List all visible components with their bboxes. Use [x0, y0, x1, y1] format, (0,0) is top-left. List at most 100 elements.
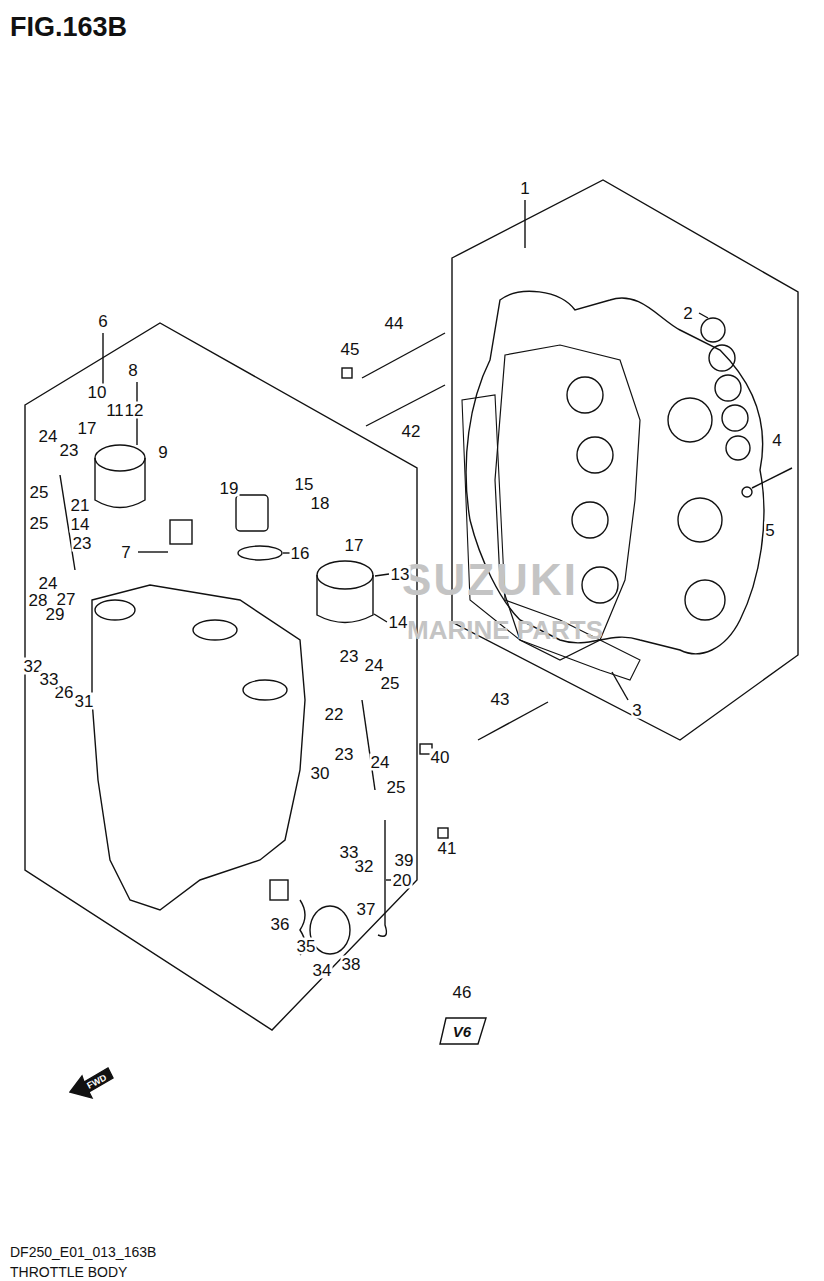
leader-line	[102, 333, 103, 385]
callout-number: 23	[334, 746, 355, 763]
callout-number: 25	[29, 484, 50, 501]
badge-text: V6	[453, 1024, 471, 1039]
port	[243, 680, 287, 700]
throttle-body	[95, 458, 145, 508]
callout-number: 30	[310, 765, 331, 782]
o-ring	[238, 546, 282, 560]
cable	[378, 820, 386, 936]
bolt	[478, 702, 548, 740]
callout-number: 24	[38, 575, 59, 592]
callout-number: 43	[490, 691, 511, 708]
port	[577, 437, 613, 473]
callout-number: 42	[401, 423, 422, 440]
port	[582, 567, 618, 603]
callout-number: 24	[370, 754, 391, 771]
plenum	[92, 585, 305, 910]
nut	[438, 828, 448, 838]
callout-number: 22	[324, 706, 345, 723]
callout-number: 33	[339, 844, 360, 861]
callout-number: 20	[392, 872, 413, 889]
callout-number: 41	[437, 840, 458, 857]
bolt	[752, 468, 792, 488]
callout-number: 2	[682, 305, 693, 322]
callout-number: 46	[452, 984, 473, 1001]
callout-number: 13	[390, 566, 411, 583]
callout-number: 9	[157, 444, 168, 461]
group-outline	[452, 180, 798, 740]
port	[95, 600, 135, 620]
callout-number: 8	[127, 362, 138, 379]
badge	[440, 1018, 486, 1044]
figure-caption: THROTTLE BODY	[10, 1265, 127, 1279]
callout-number: 15	[294, 476, 315, 493]
callout-number: 40	[430, 749, 451, 766]
callout-number: 10	[87, 384, 108, 401]
callout-number: 5	[764, 522, 775, 539]
gasket-ring	[701, 318, 725, 342]
callout-number: 23	[59, 442, 80, 459]
sensor	[170, 520, 192, 544]
valve	[236, 495, 268, 531]
figure-code: DF250_E01_013_163B	[10, 1245, 156, 1259]
leader-line	[375, 574, 389, 576]
callout-number: 16	[290, 545, 311, 562]
callout-number: 14	[70, 516, 91, 533]
callout-number: 35	[296, 938, 317, 955]
throttle-body	[317, 561, 373, 589]
watermark: MARINE PARTS	[407, 617, 603, 643]
callout-number: 24	[364, 657, 385, 674]
leader-line	[699, 313, 708, 318]
washer	[742, 487, 752, 497]
callout-number: 44	[384, 315, 405, 332]
callout-number: 37	[356, 901, 377, 918]
nut	[342, 368, 352, 378]
callout-number: 25	[29, 515, 50, 532]
callout-number: 29	[45, 606, 66, 623]
link-rod	[362, 700, 375, 790]
callout-number: 25	[380, 675, 401, 692]
callout-number: 6	[97, 313, 108, 330]
port	[567, 377, 603, 413]
callout-number: 23	[72, 535, 93, 552]
callout-number: 11	[105, 402, 125, 419]
gasket-ring	[722, 405, 748, 431]
callout-number: 36	[270, 916, 291, 933]
callout-number: 7	[120, 544, 131, 561]
leader-line	[138, 551, 168, 552]
gasket-ring	[726, 436, 750, 460]
callout-number: 14	[388, 614, 409, 631]
callout-number: 33	[39, 671, 60, 688]
callout-number: 3	[631, 702, 642, 719]
callout-number: 21	[70, 497, 91, 514]
callout-number: 1	[519, 180, 530, 197]
direction-label: FWD	[86, 1073, 108, 1091]
bolt	[362, 333, 445, 378]
figure-title: FIG.163B	[10, 14, 127, 41]
leader-line	[374, 614, 387, 622]
leader-line	[612, 672, 628, 700]
callout-number: 34	[312, 962, 333, 979]
callout-number: 45	[340, 341, 361, 358]
callout-number: 17	[77, 420, 98, 437]
port	[668, 398, 712, 442]
callout-number: 39	[394, 852, 415, 869]
watermark: SUZUKI	[402, 558, 578, 602]
port	[572, 502, 608, 538]
collar	[270, 880, 288, 900]
leader-line	[386, 879, 391, 880]
port	[685, 580, 725, 620]
callout-number: 19	[219, 480, 240, 497]
callout-number: 38	[341, 956, 362, 973]
callout-number: 17	[344, 537, 365, 554]
gasket-ring	[715, 375, 741, 401]
manifold-body	[495, 345, 640, 660]
throttle-body	[95, 445, 145, 471]
callout-number: 18	[310, 495, 331, 512]
callout-number: 4	[771, 432, 782, 449]
callout-number: 12	[124, 402, 145, 419]
port	[678, 498, 722, 542]
throttle-body	[317, 575, 373, 623]
group-outline	[25, 323, 417, 1030]
leader-line	[524, 200, 525, 248]
